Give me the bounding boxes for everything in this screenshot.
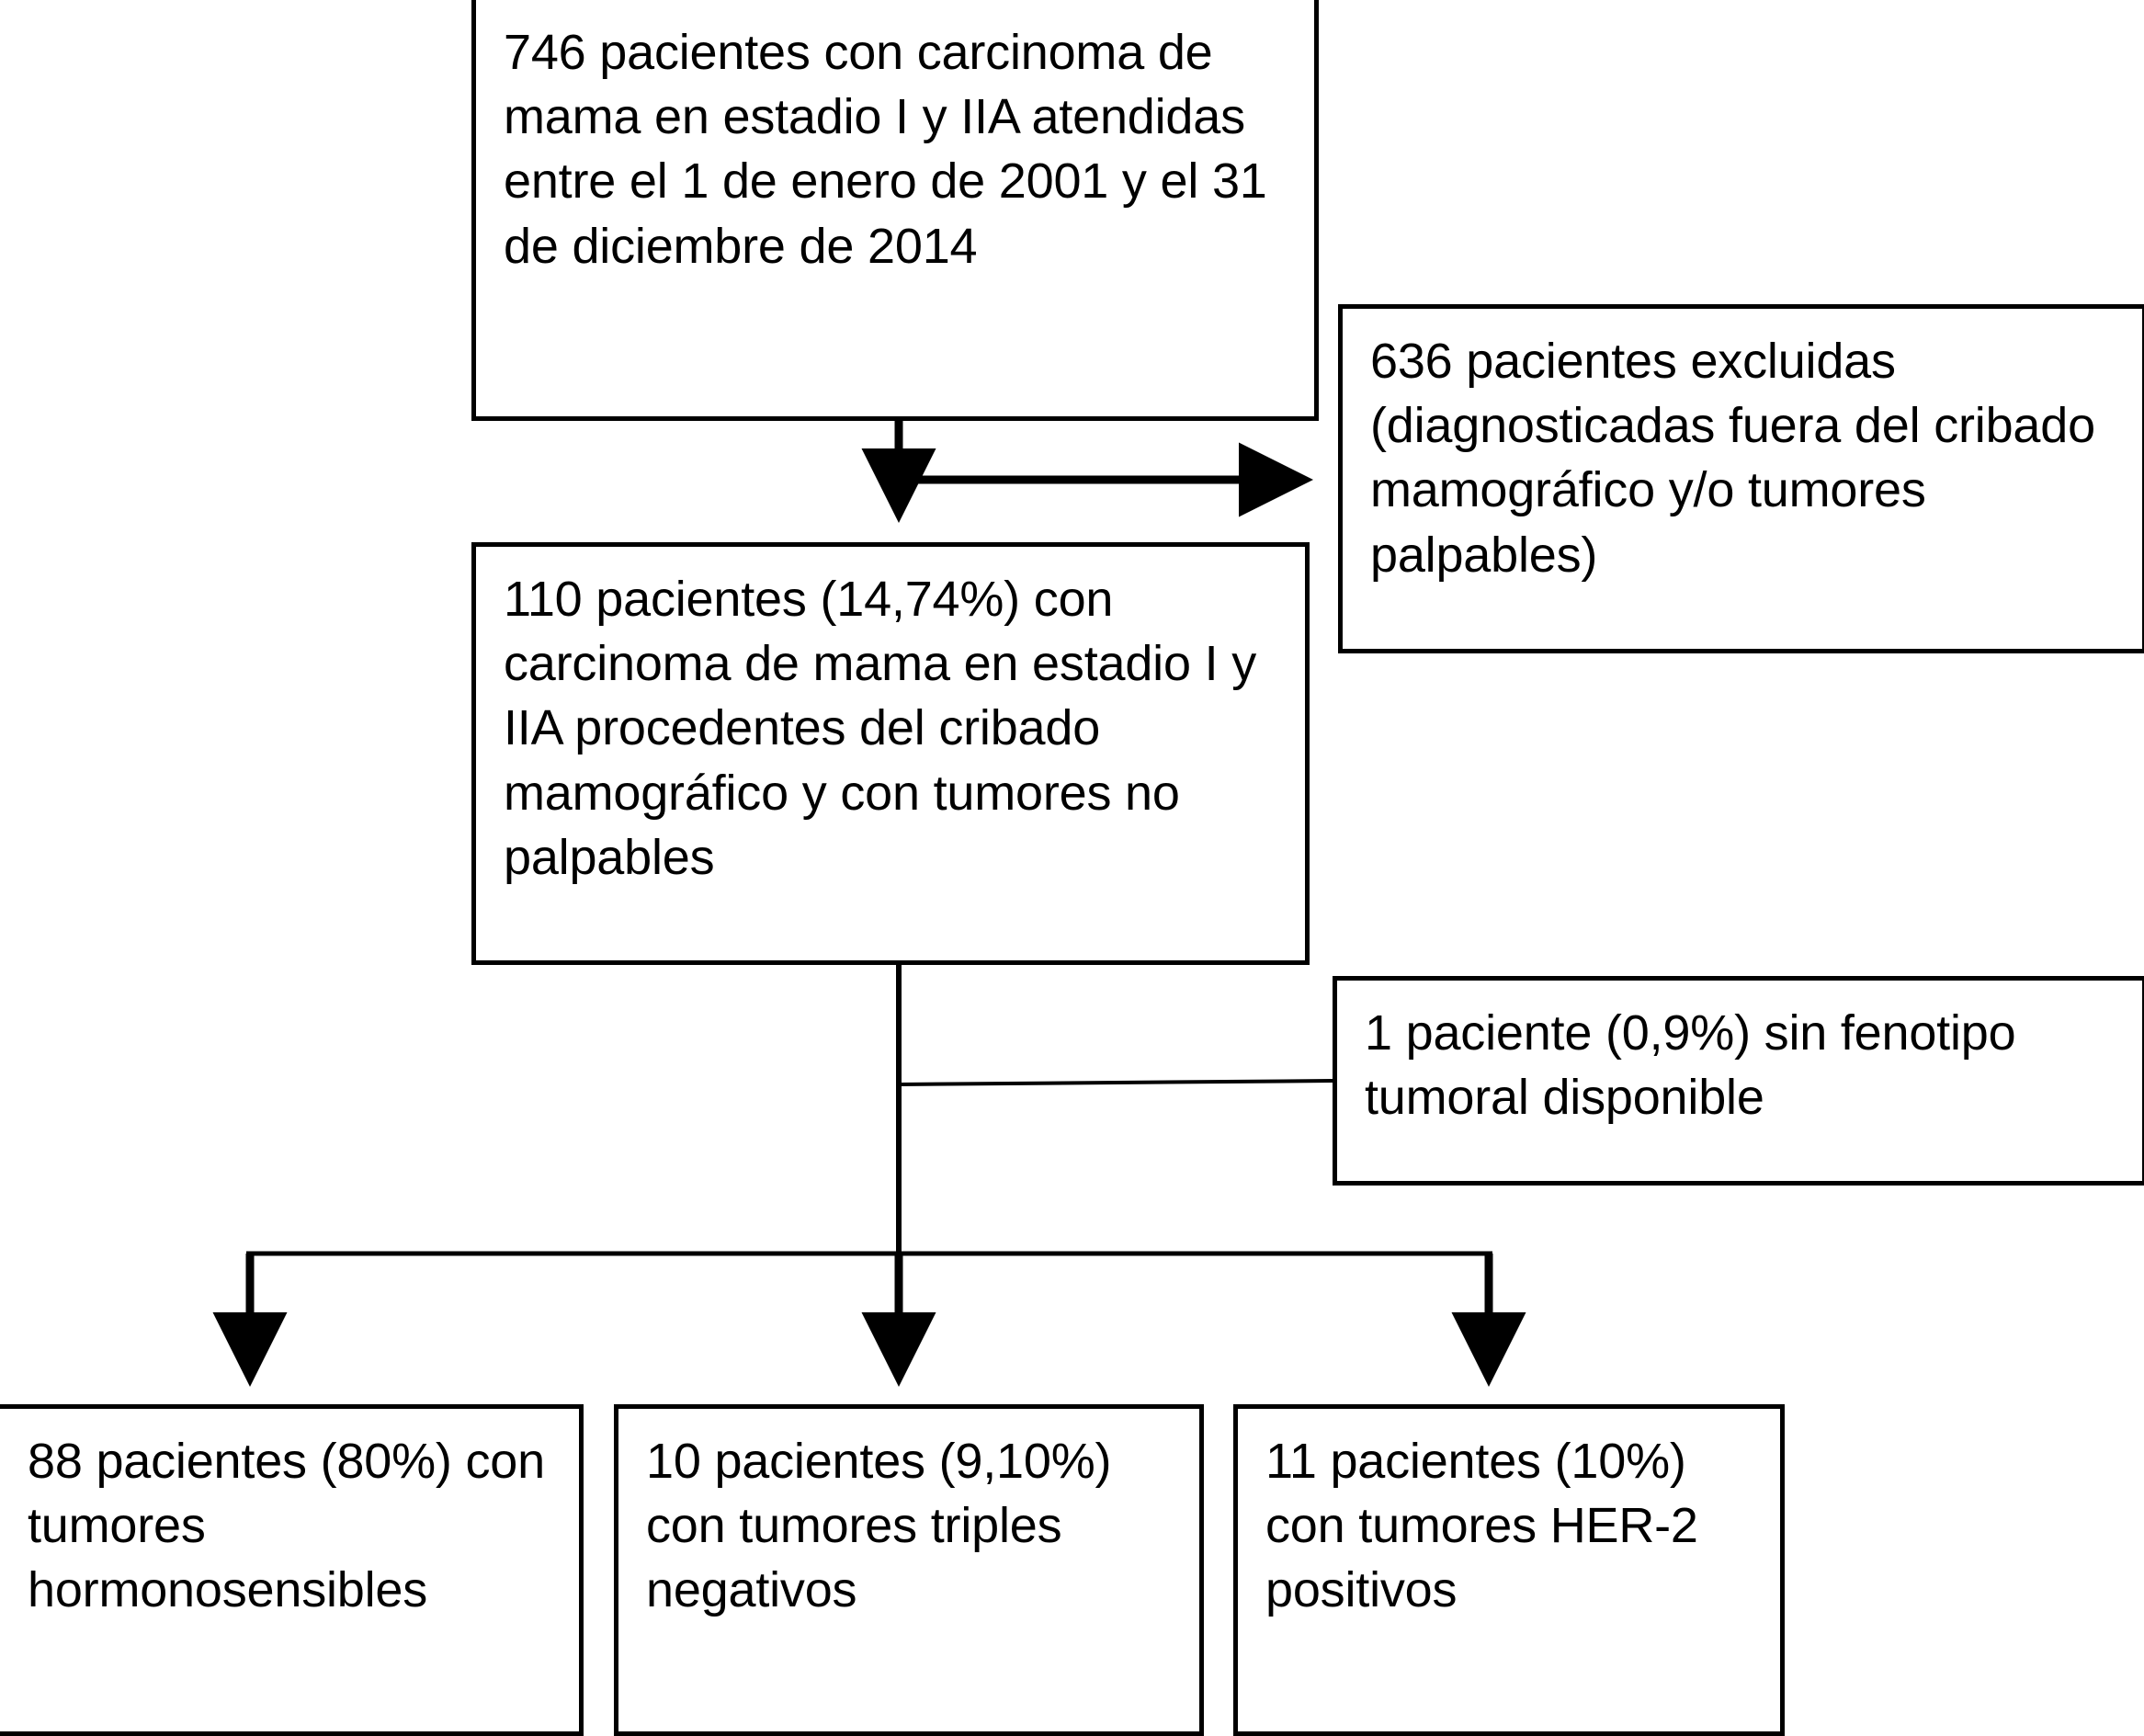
node-cohort-total-text: 746 pacientes con carcinoma de mama en e… <box>504 25 1267 274</box>
node-excluded-text: 636 pacientes excluidas (diagnosticadas … <box>1370 334 2095 583</box>
node-hormone-sensitive: 88 pacientes (80%) con tumores hormonose… <box>0 1404 584 1736</box>
node-triple-negative: 10 pacientes (9,10%) con tumores triples… <box>614 1404 1204 1736</box>
node-cohort-included: 110 pacientes (14,74%) con carcinoma de … <box>471 542 1310 965</box>
node-triple-negative-text: 10 pacientes (9,10%) con tumores triples… <box>646 1434 1112 1618</box>
edge-included-to-no-phenotype <box>898 1079 1333 1086</box>
node-excluded: 636 pacientes excluidas (diagnosticadas … <box>1338 304 2144 653</box>
node-no-phenotype: 1 paciente (0,9%) sin fenotipo tumoral d… <box>1333 976 2144 1186</box>
node-no-phenotype-text: 1 paciente (0,9%) sin fenotipo tumoral d… <box>1365 1005 2016 1126</box>
node-her2-positive-text: 11 pacientes (10%) con tumores HER-2 pos… <box>1265 1434 1698 1618</box>
node-her2-positive: 11 pacientes (10%) con tumores HER-2 pos… <box>1233 1404 1785 1736</box>
node-hormone-sensitive-text: 88 pacientes (80%) con tumores hormonose… <box>28 1434 545 1618</box>
node-cohort-included-text: 110 pacientes (14,74%) con carcinoma de … <box>504 572 1256 885</box>
node-cohort-total: 746 pacientes con carcinoma de mama en e… <box>471 0 1319 421</box>
